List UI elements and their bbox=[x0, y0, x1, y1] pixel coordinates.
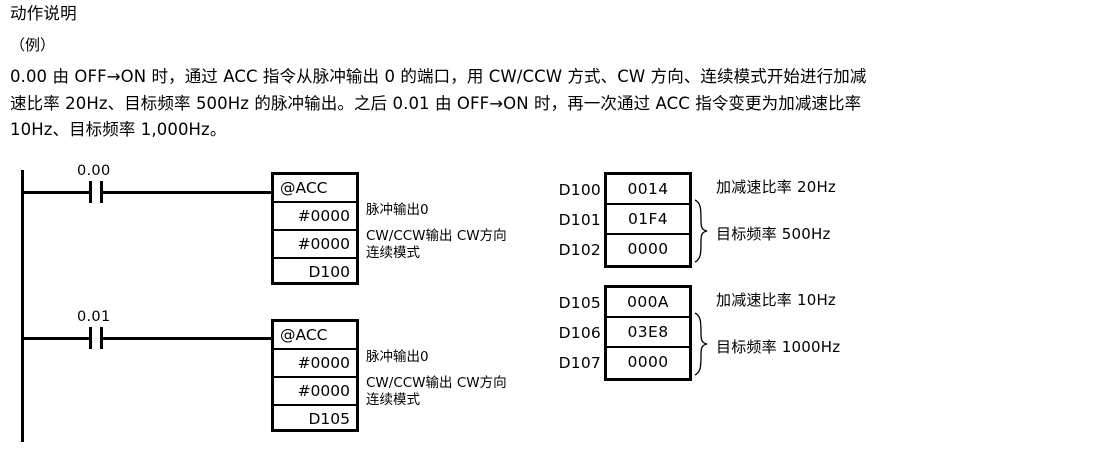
rung-1-contact-label: 0.00 bbox=[77, 163, 111, 179]
group-brace-icon bbox=[694, 199, 708, 263]
rung-1-note-1: 脉冲输出0 bbox=[366, 202, 429, 218]
page-title: 动作说明 bbox=[10, 4, 77, 23]
rung-1-note-2: CW/CCW输出 CW方向 bbox=[366, 228, 507, 244]
group-brace-icon bbox=[694, 312, 708, 376]
contact-bar-left bbox=[89, 181, 92, 203]
rung-2-instruction-box[interactable]: @ACC #0000 #0000 D105 bbox=[271, 319, 359, 432]
rung-2-note-2: CW/CCW输出 CW方向 bbox=[366, 375, 507, 391]
rung-1-operand-2: #0000 bbox=[274, 231, 356, 259]
example-label: （例） bbox=[10, 36, 56, 54]
table-row: D107 0000 bbox=[559, 348, 689, 378]
rung-2-note-1: 脉冲输出0 bbox=[366, 349, 429, 365]
dm-address-1: D105 bbox=[558, 294, 601, 312]
description-line-1: 0.00 由 OFF→ON 时，通过 ACC 指令从脉冲输出 0 的端口，用 C… bbox=[10, 67, 867, 86]
rung-1-instruction-box[interactable]: @ACC #0000 #0000 D100 bbox=[271, 172, 359, 285]
rung-1-wire-left bbox=[22, 191, 90, 194]
rung-2-notes: 脉冲输出0 bbox=[366, 349, 429, 366]
data-memory-group-2: D105 000A D106 03E8 D107 0000 加减速比率 10Hz… bbox=[559, 285, 904, 385]
rung-1-wire-right bbox=[102, 191, 273, 194]
dm-address-3: D102 bbox=[558, 241, 601, 259]
rung-1-notes: 脉冲输出0 bbox=[366, 202, 429, 219]
data-memory-table-2: D105 000A D106 03E8 D107 0000 bbox=[559, 285, 692, 381]
rung-2-operand-2: #0000 bbox=[274, 378, 356, 406]
rung-2-contact-label: 0.01 bbox=[77, 309, 111, 325]
rung-2-notes-2: CW/CCW输出 CW方向 连续模式 bbox=[366, 375, 507, 409]
dm-value-1: 0014 bbox=[627, 180, 669, 198]
dm-annotation-rate-1: 加减速比率 20Hz bbox=[716, 178, 837, 196]
rung-2-mnemonic: @ACC bbox=[274, 322, 356, 350]
dm-value-3: 0000 bbox=[627, 240, 669, 258]
contact-bar-left bbox=[89, 327, 92, 349]
rung-2-wire-right bbox=[102, 337, 273, 340]
table-row: D100 0014 bbox=[559, 175, 689, 205]
description-line-2: 速比率 20Hz、目标频率 500Hz 的脉冲输出。之后 0.01 由 OFF→… bbox=[10, 93, 862, 113]
rung-1-contact-0-00[interactable] bbox=[89, 181, 103, 203]
rung-2-operand-3: D105 bbox=[308, 410, 350, 428]
rung-1-operand-1: #0000 bbox=[274, 203, 356, 231]
table-row: D101 01F4 bbox=[559, 205, 689, 235]
data-memory-table-1: D100 0014 D101 01F4 D102 0000 bbox=[559, 172, 692, 268]
rung-2-contact-0-01[interactable] bbox=[89, 327, 103, 349]
rung-2-note-3: 连续模式 bbox=[366, 392, 420, 408]
data-memory-group-1: D100 0014 D101 01F4 D102 0000 加减速比率 20Hz… bbox=[559, 172, 904, 272]
rung-1-mnemonic: @ACC bbox=[274, 175, 356, 203]
dm-value-2: 01F4 bbox=[627, 210, 669, 228]
contact-bar-right bbox=[100, 181, 103, 203]
dm-address-2: D106 bbox=[558, 324, 601, 342]
description-line-3: 10Hz、目标频率 1,000Hz。 bbox=[10, 120, 227, 139]
dm-address-1: D100 bbox=[558, 181, 601, 199]
power-rail bbox=[21, 170, 24, 442]
dm-annotation-target-1: 目标频率 500Hz bbox=[716, 225, 831, 243]
rung-2-wire-left bbox=[22, 337, 90, 340]
rung-1-operand-3: D100 bbox=[308, 263, 350, 281]
dm-address-3: D107 bbox=[558, 354, 601, 372]
dm-annotation-target-2: 目标频率 1000Hz bbox=[716, 338, 841, 356]
dm-value-1: 000A bbox=[627, 293, 669, 311]
table-row: D106 03E8 bbox=[559, 318, 689, 348]
table-row: D102 0000 bbox=[559, 235, 689, 265]
dm-value-2: 03E8 bbox=[627, 323, 669, 341]
description-paragraph: 0.00 由 OFF→ON 时，通过 ACC 指令从脉冲输出 0 的端口，用 C… bbox=[10, 64, 1110, 144]
rung-1-notes-2: CW/CCW输出 CW方向 连续模式 bbox=[366, 228, 507, 262]
rung-1-note-3: 连续模式 bbox=[366, 245, 420, 261]
dm-address-2: D101 bbox=[558, 211, 601, 229]
dm-annotation-rate-2: 加减速比率 10Hz bbox=[716, 291, 837, 309]
table-row: D105 000A bbox=[559, 288, 689, 318]
dm-value-3: 0000 bbox=[627, 353, 669, 371]
rung-2-operand-1: #0000 bbox=[274, 350, 356, 378]
contact-bar-right bbox=[100, 327, 103, 349]
